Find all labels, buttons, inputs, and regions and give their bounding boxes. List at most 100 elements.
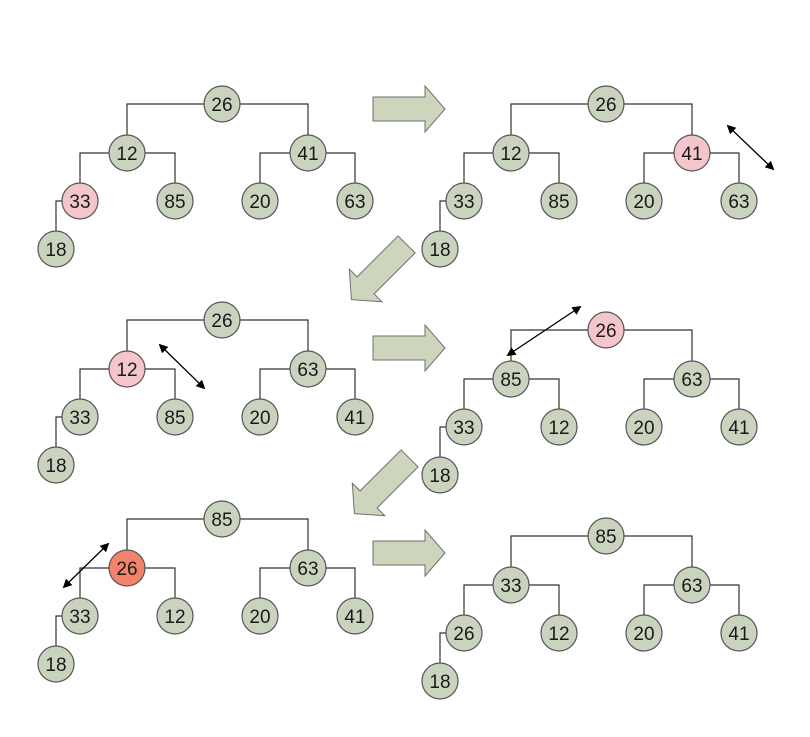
flow-arrow-right [372,84,446,134]
node-value: 26 [211,95,232,116]
node-circle [203,500,241,538]
heap-node: 41 [289,134,327,172]
node-circle [203,85,241,123]
heap-node: 85 [156,182,194,220]
heap-node: 12 [156,597,194,635]
node-value: 20 [633,624,654,645]
heap-node: 26 [203,301,241,339]
node-circle [625,614,663,652]
node-value: 33 [453,418,474,439]
node-value: 33 [453,192,474,213]
node-value: 41 [728,418,749,439]
heap-node: 63 [673,566,711,604]
node-value: 18 [429,240,450,261]
node-value: 20 [249,607,270,628]
node-circle [445,614,483,652]
node-circle [289,134,327,172]
node-circle [492,566,530,604]
node-circle [492,360,530,398]
node-value: 85 [211,510,232,531]
node-value: 41 [344,607,365,628]
heap-node: 85 [203,500,241,538]
node-value: 12 [548,624,569,645]
heap-node: 63 [673,360,711,398]
node-circle [37,446,75,484]
node-circle [587,517,625,555]
node-value: 33 [69,408,90,429]
node-circle [587,85,625,123]
swap-arrow [506,305,582,357]
heap-node: 85 [156,398,194,436]
node-circle [421,662,459,700]
node-value: 12 [548,418,569,439]
swap-arrow [158,343,206,390]
heap-node: 26 [445,614,483,652]
node-circle [421,456,459,494]
node-circle [37,230,75,268]
heap-node: 85 [492,360,530,398]
node-value: 33 [69,607,90,628]
node-circle [336,182,374,220]
heap-node: 18 [421,456,459,494]
heap-node: 41 [336,597,374,635]
heap-node: 18 [421,230,459,268]
node-circle [625,182,663,220]
node-value: 33 [500,576,521,597]
node-value: 26 [116,559,137,580]
node-value: 18 [429,672,450,693]
node-value: 41 [681,144,702,165]
node-circle [156,597,194,635]
heap-node: 18 [421,662,459,700]
node-circle [673,360,711,398]
node-circle [289,350,327,388]
heap-node: 41 [720,614,758,652]
node-value: 20 [633,418,654,439]
heap-node: 26 [587,85,625,123]
node-value: 26 [453,624,474,645]
node-circle [289,549,327,587]
node-circle [673,566,711,604]
node-circle [445,408,483,446]
heap-node: 85 [540,182,578,220]
node-value: 20 [633,192,654,213]
node-circle [540,182,578,220]
node-circle [61,398,99,436]
node-circle [241,597,279,635]
node-value: 41 [728,624,749,645]
node-value: 63 [681,370,702,391]
node-circle [625,408,663,446]
node-circle [241,182,279,220]
heap-node: 12 [108,350,146,388]
node-circle [61,182,99,220]
heap-node: 20 [625,408,663,446]
heap-node: 33 [492,566,530,604]
node-value: 12 [500,144,521,165]
heap-node: 18 [37,446,75,484]
heap-node: 63 [720,182,758,220]
swap-arrow [62,542,110,589]
node-value: 26 [595,95,616,116]
node-value: 85 [500,370,521,391]
node-circle [445,182,483,220]
heap-node: 63 [289,549,327,587]
heap-node: 20 [241,597,279,635]
node-value: 63 [297,360,318,381]
flow-arrow-right [372,323,446,373]
node-value: 63 [297,559,318,580]
node-circle [37,645,75,683]
heap-node: 20 [625,614,663,652]
heap-node: 33 [61,398,99,436]
heap-node: 26 [108,549,146,587]
heap-node: 18 [37,645,75,683]
flow-arrow-down-left [351,449,419,517]
heap-node: 33 [445,182,483,220]
heap-node: 12 [492,134,530,172]
node-circle [336,597,374,635]
node-value: 63 [728,192,749,213]
node-value: 12 [116,144,137,165]
node-circle [156,398,194,436]
heap-node: 18 [37,230,75,268]
heap-node: 41 [336,398,374,436]
node-circle [336,398,374,436]
